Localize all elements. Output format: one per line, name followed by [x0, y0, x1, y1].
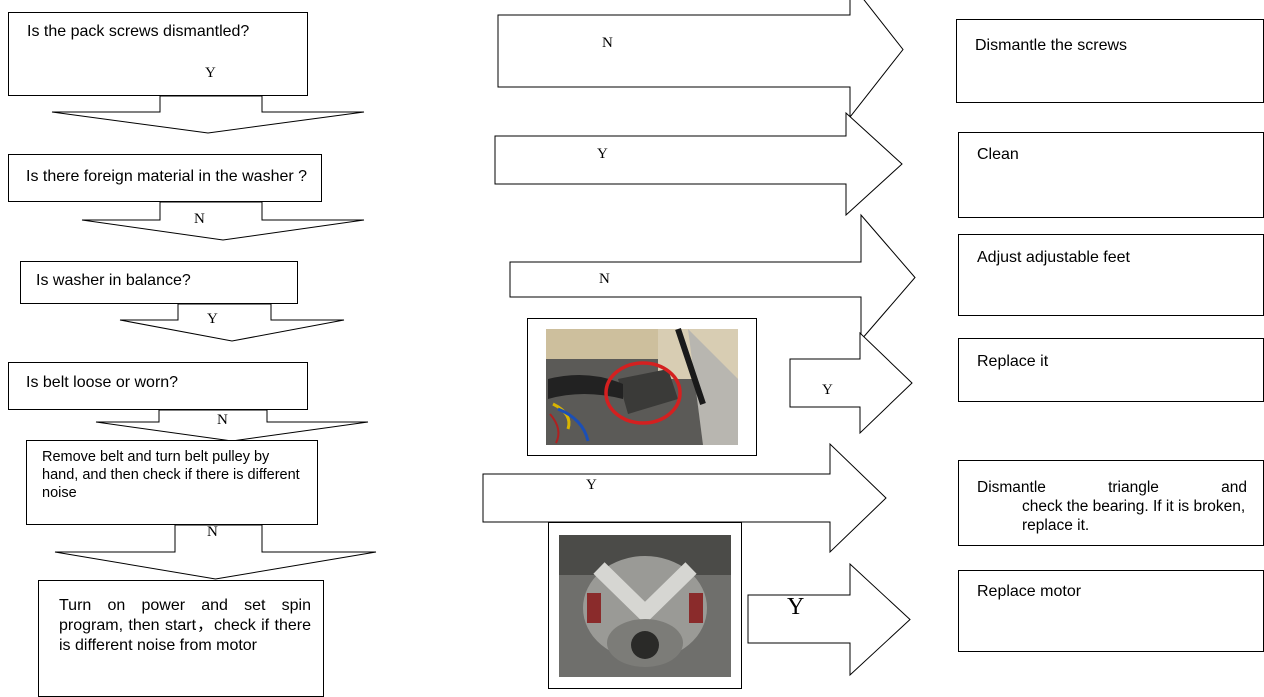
- right-arrow-3: [509, 213, 916, 342]
- question-text: Is washer in balance?: [36, 272, 191, 289]
- question-box-motor-noise: Turn on power and set spin program, then…: [38, 580, 324, 697]
- action-word: Dismantle: [977, 479, 1046, 496]
- wire-blue: [557, 407, 590, 442]
- action-text: Replace it: [977, 353, 1049, 370]
- action-box-replace-it: Replace it: [958, 338, 1264, 402]
- right-label-3: N: [599, 271, 610, 287]
- action-text: Replace motor: [977, 583, 1082, 600]
- question-box-foreign-material: Is there foreign material in the washer …: [8, 154, 322, 202]
- right-arrow-6: [747, 562, 911, 677]
- right-arrow-5: [482, 442, 887, 554]
- down-arrow-4: [95, 409, 369, 442]
- question-box-pack-screws: Is the pack screws dismantled?: [8, 12, 308, 96]
- action-word: and: [1221, 479, 1247, 496]
- belt-photo-drawing: [546, 328, 738, 445]
- motor-shaft: [631, 631, 659, 659]
- winding-left: [587, 593, 601, 623]
- question-box-remove-belt: Remove belt and turn belt pulley by hand…: [26, 440, 318, 525]
- right-label-2: Y: [597, 146, 608, 162]
- down-label-5: N: [207, 524, 218, 540]
- action-box-adjust-feet: Adjust adjustable feet: [958, 234, 1264, 316]
- action-text-line-1: Dismantle triangle and: [977, 478, 1247, 497]
- action-box-dismantle-triangle: Dismantle triangle and check the bearing. …: [958, 460, 1264, 546]
- down-arrow-5: [54, 524, 377, 580]
- right-arrow-4: [789, 331, 913, 435]
- action-text: Adjust adjustable feet: [977, 249, 1130, 266]
- question-text: Remove belt and turn belt pulley by hand…: [42, 449, 300, 501]
- support-bar: [675, 328, 706, 405]
- action-text-rest: check the bearing. If it is broken, repl…: [1022, 498, 1246, 534]
- motor-bracket: [593, 562, 697, 625]
- belt-and-pulley-photo: [527, 318, 757, 456]
- question-text: Is there foreign material in the washer …: [26, 168, 308, 185]
- down-arrow-1: [51, 95, 365, 134]
- motor-photo: [548, 522, 742, 689]
- right-arrow-2: [494, 111, 903, 217]
- question-text: Is belt loose or worn?: [26, 374, 179, 391]
- action-text: Clean: [977, 146, 1019, 163]
- down-arrow-2: [81, 201, 365, 241]
- right-label-6: Y: [787, 594, 805, 620]
- question-text: Is the pack screws dismantled?: [27, 23, 250, 40]
- action-word: triangle: [1108, 479, 1159, 496]
- right-label-4: Y: [822, 382, 833, 398]
- belt-pulley: [618, 369, 678, 414]
- wire-yellow: [552, 402, 571, 430]
- motor-photo-drawing: [559, 535, 731, 677]
- highlight-circle: [604, 361, 682, 425]
- right-label-1: N: [602, 35, 613, 51]
- question-box-balance: Is washer in balance?: [20, 261, 298, 304]
- action-box-clean: Clean: [958, 132, 1264, 218]
- down-label-1: Y: [205, 65, 216, 81]
- frame-panel: [688, 329, 738, 445]
- down-arrow-3: [119, 303, 345, 342]
- down-label-4: N: [217, 412, 228, 428]
- question-text: Turn on power and set spin program, then…: [59, 597, 311, 654]
- action-text: Dismantle the screws: [975, 37, 1128, 54]
- down-label-3: Y: [207, 311, 218, 327]
- right-arrow-1: [497, 0, 904, 119]
- action-text: Dismantle triangle and check the bearing. …: [977, 478, 1247, 535]
- action-box-dismantle-screws: Dismantle the screws: [956, 19, 1264, 103]
- down-label-2: N: [194, 211, 205, 227]
- wire-red: [549, 413, 560, 444]
- question-box-belt: Is belt loose or worn?: [8, 362, 308, 410]
- action-box-replace-motor: Replace motor: [958, 570, 1264, 652]
- winding-right: [689, 593, 703, 623]
- right-label-5: Y: [586, 477, 597, 493]
